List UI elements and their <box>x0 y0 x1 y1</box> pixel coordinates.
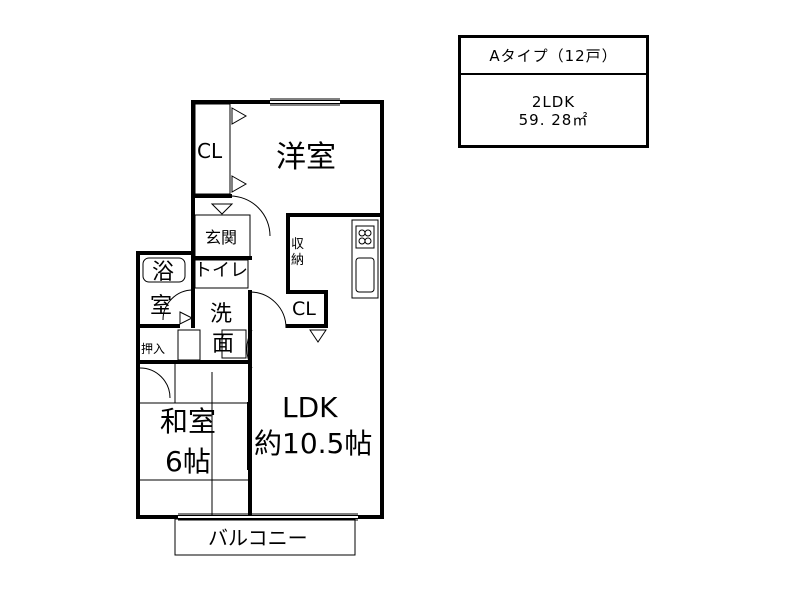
room-label-washitsu: 和室 <box>160 405 217 438</box>
door-swing <box>246 329 253 369</box>
room-label-storage-1: 収 <box>291 237 305 252</box>
sink <box>355 257 375 293</box>
balcony-outline <box>174 518 356 556</box>
wash-basin <box>177 329 201 361</box>
toilet-outline <box>194 259 249 289</box>
door-swing <box>162 289 194 321</box>
room-label-oshiire: 押入 <box>141 342 166 356</box>
kitchen-counter <box>351 219 379 299</box>
door-indicator <box>179 311 194 325</box>
room-label-closet-top: CL <box>197 139 223 163</box>
unit-type-label: Aタイプ（12戸） <box>461 38 646 75</box>
washing-machine <box>221 329 247 359</box>
room-label-storage-2: 納 <box>291 253 305 268</box>
door-indicator <box>231 175 248 193</box>
room-label-washitsu-size: 6帖 <box>165 445 211 478</box>
room-label-bath-1: 浴 <box>152 260 175 285</box>
room-label-toilet: トイレ <box>194 260 248 281</box>
stove <box>355 225 375 249</box>
burner <box>364 229 372 237</box>
room-label-bath-2: 室 <box>150 294 173 319</box>
door-swing <box>139 367 171 399</box>
burner <box>358 237 366 245</box>
room-label-entrance: 玄関 <box>205 228 238 247</box>
closet-top-outline <box>194 103 231 195</box>
unit-info-body: 2LDK 59. 28㎡ <box>461 75 646 147</box>
burner <box>364 237 372 245</box>
burner <box>358 229 366 237</box>
room-label-wash-2: 面 <box>212 332 235 357</box>
door-indicator <box>231 107 248 125</box>
room-label-ldk-size: 約10.5帖 <box>254 427 373 460</box>
door-indicator <box>210 203 234 215</box>
unit-layout: 2LDK <box>531 93 576 111</box>
room-label-ldk: LDK <box>282 391 338 424</box>
unit-area: 59. 28㎡ <box>518 111 589 129</box>
entrance-step <box>194 214 251 258</box>
room-label-closet-mid: CL <box>292 298 316 320</box>
door-swing <box>229 195 271 237</box>
door-indicator <box>309 329 327 343</box>
room-label-balcony: バルコニー <box>208 526 308 550</box>
bathtub <box>142 257 186 283</box>
door-swing <box>249 291 287 329</box>
room-label-western: 洋室 <box>276 140 336 175</box>
unit-info-box: Aタイプ（12戸） 2LDK 59. 28㎡ <box>458 35 649 148</box>
room-label-wash-1: 洗 <box>210 302 233 327</box>
